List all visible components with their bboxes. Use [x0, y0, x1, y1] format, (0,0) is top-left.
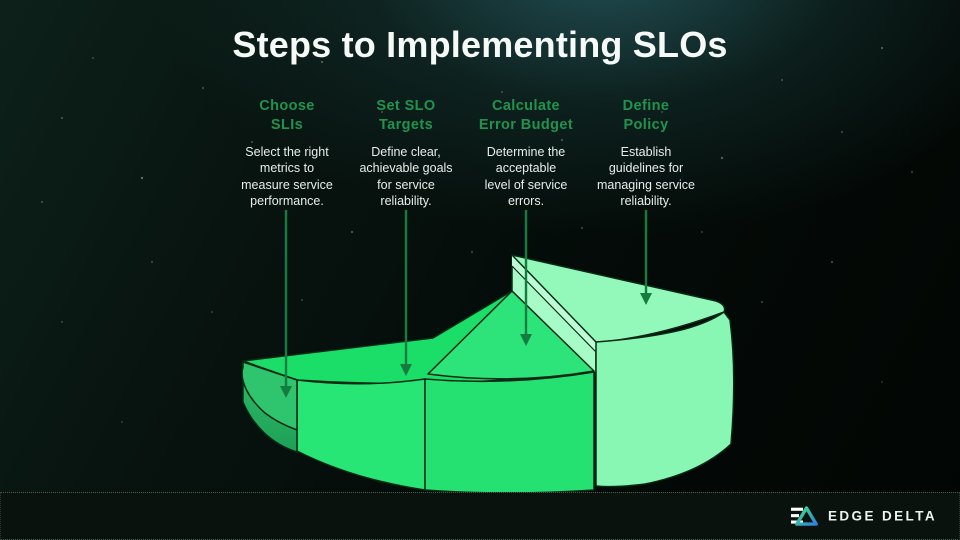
step-title: Define Policy: [622, 98, 670, 133]
segment-2-front-face: [296, 378, 426, 491]
page-title: Steps to Implementing SLOs: [232, 24, 728, 65]
step-title: Set SLO Targets: [376, 98, 436, 133]
arrow-step-1: [280, 210, 292, 398]
segment-1-top-face: [241, 361, 298, 431]
arrow-step-3: [520, 210, 532, 346]
star-field: [41, 39, 913, 423]
step-description: Determine the acceptable level of servic…: [484, 144, 568, 209]
segment-4-cut-face-highlight: [512, 255, 596, 352]
arrow-head: [400, 364, 412, 376]
step-column-set-slo-targets: Set SLO Targets Define clear, achievable…: [340, 97, 472, 210]
edge-delta-logo-icon: [790, 506, 818, 526]
footer-bar: EDGE DELTA: [0, 492, 960, 540]
arrow-head: [280, 386, 292, 398]
pie-segment-4: [511, 254, 735, 488]
step-title: Choose SLIs: [259, 98, 315, 133]
arrow-head: [520, 334, 532, 346]
step-column-define-policy: Define Policy Establish guidelines for m…: [580, 97, 712, 210]
segment-3-cone-face: [427, 290, 595, 380]
step-description: Establish guidelines for managing servic…: [597, 144, 695, 209]
arrow-head: [640, 293, 652, 305]
arrow-step-2: [400, 210, 412, 376]
step-description: Select the right metrics to measure serv…: [241, 144, 333, 209]
brand-name: EDGE DELTA: [827, 508, 937, 524]
arrow-step-4: [640, 210, 652, 305]
pie-segment-3: [424, 290, 595, 494]
step-column-calculate-error-budget: Calculate Error Budget Determine the acc…: [460, 97, 592, 210]
segment-3-front-face: [424, 371, 595, 494]
step-title: Calculate Error Budget: [478, 98, 574, 133]
step-description: Define clear, achievable goals for servi…: [359, 144, 453, 209]
pie-segment-1: [241, 361, 298, 453]
segment-4-outer-wall: [595, 311, 735, 488]
step-column-choose-slis: Choose SLIs Select the right metrics to …: [221, 97, 353, 210]
brand-logo: EDGE DELTA: [790, 505, 937, 528]
step-arrows: [280, 210, 652, 398]
